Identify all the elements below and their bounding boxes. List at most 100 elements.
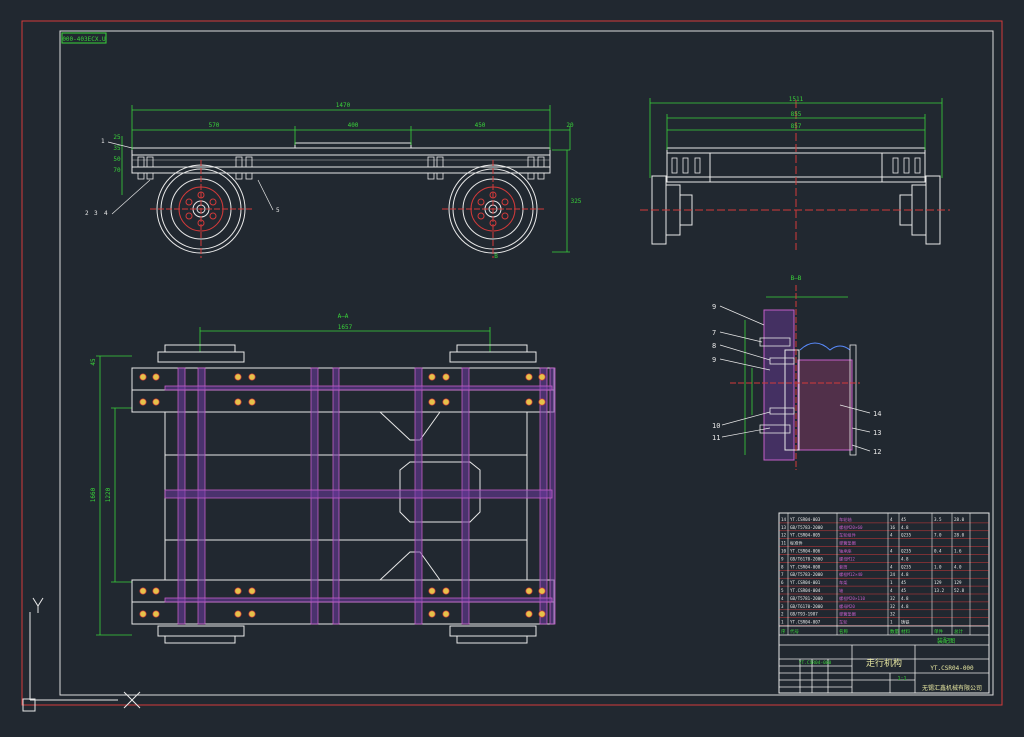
parts-cell: 24: [890, 572, 896, 577]
parts-cell: 7.0: [934, 533, 942, 538]
parts-header-cell: 总计: [954, 628, 963, 635]
parts-cell: 13: [781, 525, 787, 530]
detail-callout-8: 8: [712, 342, 716, 350]
parts-cell: 4: [890, 549, 893, 554]
callout-5: 5: [276, 207, 280, 214]
plan-dim-left-inner: 1220: [105, 487, 112, 502]
parts-header: 序代号名称数量材料单件总计: [781, 628, 963, 635]
inner-border: [59, 30, 994, 696]
parts-cell: 45: [901, 580, 907, 585]
drawing-no-small: YT.CSR04-000: [799, 660, 832, 666]
parts-cell: 32: [890, 604, 896, 609]
detail-callout-10: 10: [712, 422, 720, 430]
parts-cell: 螺栓M20×60: [839, 524, 863, 531]
detail-callout-9b: 9: [712, 356, 716, 364]
parts-cell: 4: [890, 564, 893, 569]
parts-cell: YT.CSR04-008: [790, 564, 821, 569]
dim-d1: 570: [209, 122, 220, 129]
parts-cell: 轴: [839, 587, 843, 594]
detail-callout-13: 13: [873, 429, 881, 437]
wheel-left: [150, 160, 252, 258]
parts-cell: 4.8: [901, 525, 909, 530]
dim-left1: 25: [113, 134, 121, 141]
parts-cell: 9: [781, 556, 784, 561]
dim-left2: 35: [113, 145, 121, 152]
assembly-label: 装配图: [937, 637, 955, 645]
end-dim-2: 855: [791, 111, 802, 118]
parts-header-cell: 单件: [934, 628, 943, 635]
parts-header-cell: 名称: [839, 628, 848, 635]
detail-callout-12: 12: [873, 448, 881, 456]
dim-height: 325: [571, 198, 582, 205]
parts-cell: 14: [781, 517, 787, 522]
parts-cell: 1: [890, 620, 893, 625]
parts-cell: 4.0: [954, 564, 962, 569]
parts-cell: 28.0: [954, 517, 965, 522]
parts-cell: 129: [934, 580, 942, 585]
parts-cell: 1: [781, 620, 784, 625]
dim-d4: 20: [566, 122, 574, 129]
parts-cell: YT.CSR04-001: [790, 580, 821, 585]
detail-callout-14: 14: [873, 410, 881, 418]
parts-cell: GB/T5783-2000: [790, 572, 823, 577]
dim-bottom: B: [494, 253, 498, 260]
parts-cell: YT.CSR04-006: [790, 549, 821, 554]
detail-callout-7: 7: [712, 329, 716, 337]
parts-cell: 1.6: [954, 549, 962, 554]
parts-cell: 4.8: [901, 596, 909, 601]
parts-cell: YT.CSR04-004: [790, 588, 821, 593]
parts-cell: 套筒: [839, 563, 847, 570]
parts-cell: 3: [781, 604, 784, 609]
parts-header-cell: 数量: [890, 628, 899, 635]
svg-text:000-403ECX.U: 000-403ECX.U: [62, 36, 106, 43]
parts-cell: 11: [781, 541, 787, 546]
parts-cell: 车轮组件: [839, 532, 856, 539]
parts-cell: YT.CSR04-005: [790, 533, 821, 538]
dim-overall: 1470: [336, 102, 351, 109]
parts-cell: 1.0: [934, 564, 942, 569]
parts-header-cell: 序: [781, 628, 786, 635]
parts-header-cell: 材料: [901, 628, 910, 635]
parts-cell: YT.CSR04-003: [790, 517, 821, 522]
scale-value: 1:1: [897, 676, 906, 682]
parts-cell: GB/T93-1987: [790, 612, 818, 617]
parts-cell: 4.8: [901, 572, 909, 577]
end-view[interactable]: 1511 855 857: [640, 96, 950, 250]
parts-cell: Q235: [901, 564, 912, 569]
ucs-icon: [22, 597, 141, 712]
plan-section-label: A—A: [338, 313, 349, 320]
callout-2: 2: [85, 210, 89, 217]
parts-cell: 45: [901, 517, 907, 522]
parts-cell: 4.8: [901, 556, 909, 561]
parts-cell: 弹簧垫圈: [839, 611, 856, 618]
parts-cell: 螺栓M12×40: [839, 571, 863, 578]
parts-cell: 10: [781, 549, 787, 554]
parts-cell: 3.5: [934, 517, 942, 522]
dim-d3: 450: [475, 122, 486, 129]
drawing-number: YT.CSR04-000: [930, 665, 974, 672]
dim-left4: 70: [113, 167, 121, 174]
parts-cell: 螺母M20: [839, 603, 855, 610]
plan-view[interactable]: A—A 1657 1660 1220 45: [90, 313, 556, 644]
detail-callout-11: 11: [712, 434, 720, 442]
side-view[interactable]: 1470 570 400 450 20 25 35 50 70 325 B 1 …: [85, 102, 582, 260]
parts-cell: 8: [781, 564, 784, 569]
callout-1: 1: [101, 138, 105, 145]
company-name: 无锡汇鑫机械有限公司: [922, 684, 982, 692]
parts-cell: Q235: [901, 533, 912, 538]
callout-3: 3: [94, 210, 98, 217]
parts-cell: 52.8: [954, 588, 965, 593]
detail-view[interactable]: B—B 9: [712, 275, 881, 470]
parts-cell: YT.CSR04-007: [790, 620, 821, 625]
parts-cell: 螺母M12: [839, 555, 855, 562]
drawing-title: 走行机构: [866, 657, 902, 669]
parts-cell: 28.0: [954, 533, 965, 538]
parts-cell: 0.4: [934, 549, 942, 554]
end-dim-3: 857: [791, 123, 802, 130]
parts-cell: 1: [890, 580, 893, 585]
outer-border: [21, 20, 1003, 706]
parts-cell: 4: [781, 596, 784, 601]
